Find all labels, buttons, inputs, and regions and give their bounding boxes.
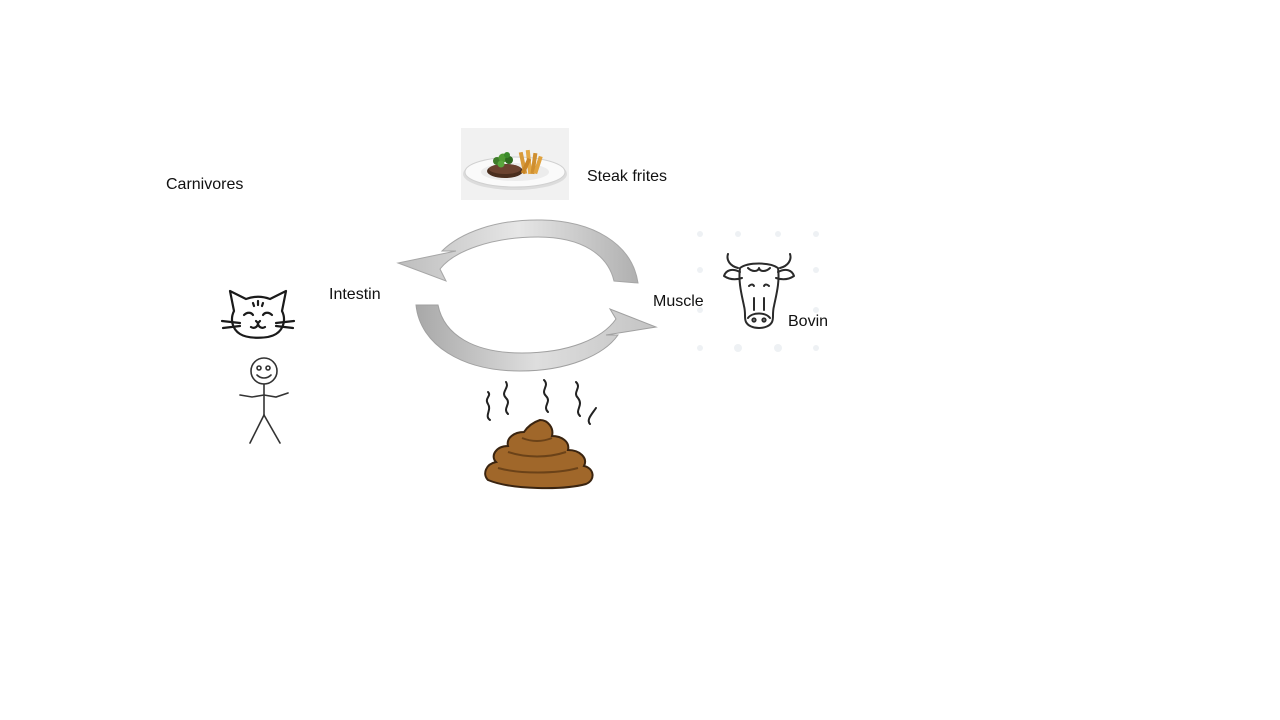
poop-icon <box>484 379 597 490</box>
steak-frites-label: Steak frites <box>587 168 668 185</box>
stick-figure-icon <box>239 357 289 444</box>
intestin-label: Intestin <box>329 286 381 303</box>
cat-face-icon <box>220 289 296 339</box>
steak-frites-icon <box>461 128 569 200</box>
cow-head-icon <box>697 231 819 352</box>
muscle-label: Muscle <box>653 293 704 310</box>
bovin-label: Bovin <box>788 313 829 330</box>
cycle-arrows-icon <box>396 219 658 372</box>
carnivores-label: Carnivores <box>166 176 244 193</box>
